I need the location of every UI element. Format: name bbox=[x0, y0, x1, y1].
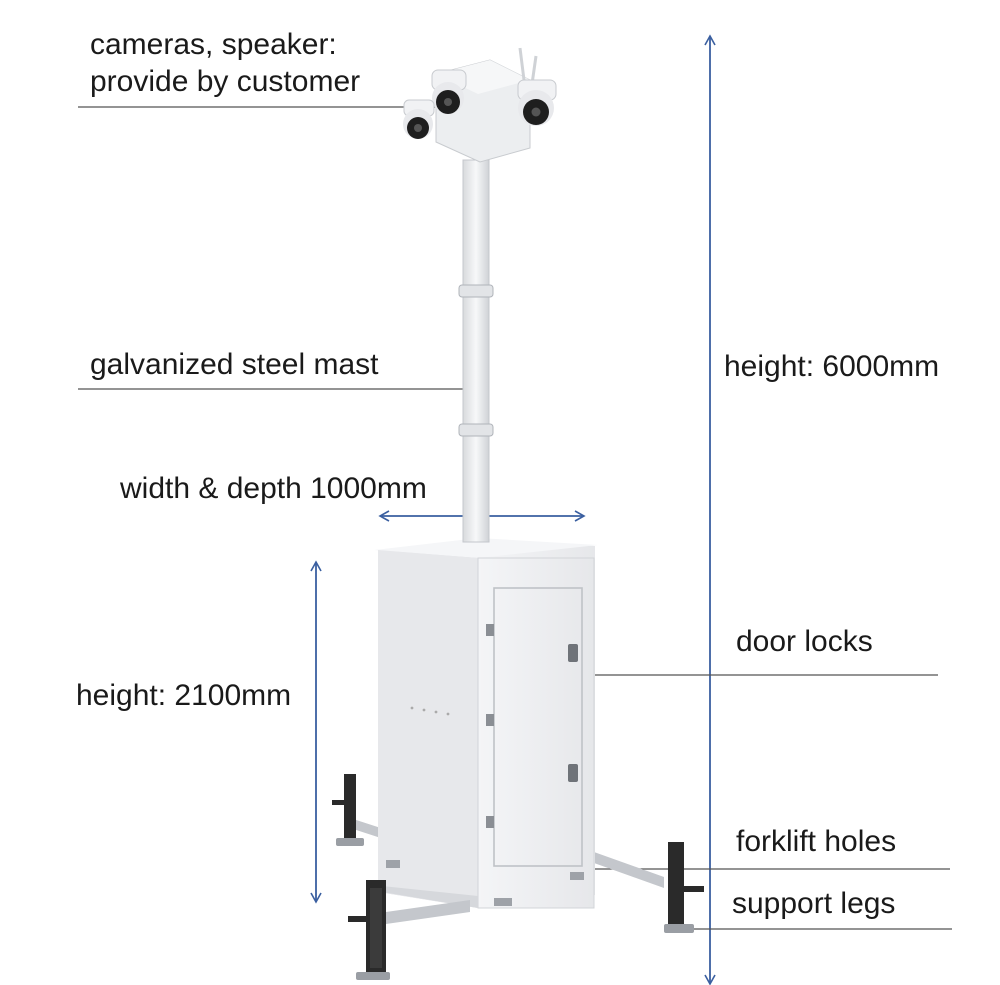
label-support-legs: support legs bbox=[732, 887, 896, 920]
front-support-legs bbox=[348, 880, 470, 980]
hinge-icon bbox=[486, 624, 494, 636]
leader-lines bbox=[78, 106, 952, 930]
camera-head bbox=[403, 47, 557, 163]
hinge-icon bbox=[486, 816, 494, 828]
mast bbox=[458, 159, 494, 543]
camera-icon bbox=[431, 69, 467, 114]
cabinet-door bbox=[493, 587, 583, 867]
door-lock-icon bbox=[568, 764, 578, 782]
label-mast: galvanized steel mast bbox=[90, 348, 379, 381]
camera-icon bbox=[403, 99, 435, 139]
label-forklift-holes: forklift holes bbox=[736, 825, 897, 858]
label-width-depth: width & depth 1000mm bbox=[120, 472, 427, 505]
label-cameras-line2: provide by customer bbox=[90, 65, 361, 98]
back-support-legs bbox=[332, 774, 704, 933]
label-total-height: height: 6000mm bbox=[724, 350, 940, 383]
cabinet bbox=[374, 538, 598, 909]
forklift-hole bbox=[386, 860, 400, 868]
label-door-locks: door locks bbox=[736, 625, 873, 658]
label-cameras-line1: cameras, speaker: bbox=[90, 28, 337, 61]
hinge-icon bbox=[486, 714, 494, 726]
camera-icon bbox=[517, 79, 557, 126]
door-lock-icon bbox=[568, 644, 578, 662]
label-cabinet-height: height: 2100mm bbox=[76, 679, 292, 712]
forklift-hole bbox=[494, 898, 512, 906]
forklift-hole bbox=[570, 872, 584, 880]
